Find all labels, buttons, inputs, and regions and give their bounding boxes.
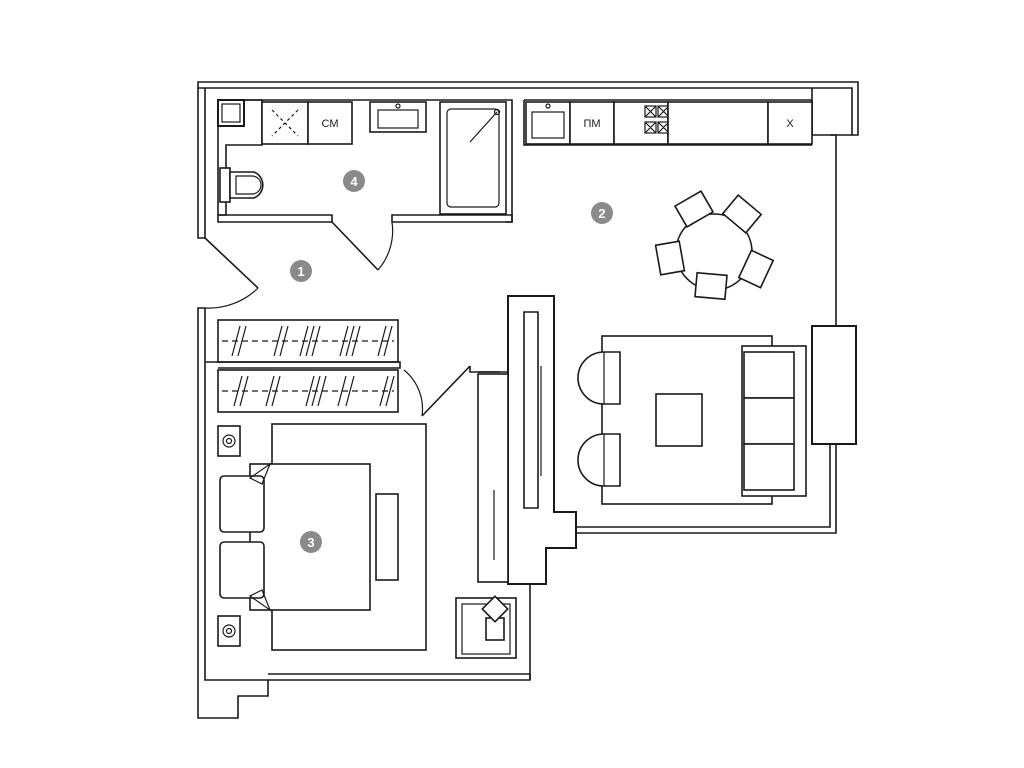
- svg-text:2: 2: [598, 206, 605, 221]
- svg-text:4: 4: [350, 174, 358, 189]
- svg-text:1: 1: [297, 264, 304, 279]
- svg-text:3: 3: [307, 535, 314, 550]
- nightstands: [217, 425, 241, 647]
- room-marker-1: 1: [290, 260, 312, 282]
- room-marker-2: 2: [591, 202, 613, 224]
- armchairs: [577, 351, 621, 487]
- kitchen: ПМ Х: [523, 99, 813, 146]
- toilet: [219, 167, 264, 203]
- dining-table: [654, 190, 775, 301]
- bathtub: [439, 101, 507, 215]
- bench: [375, 493, 399, 581]
- fridge: [767, 101, 813, 145]
- bathroom-sink: [369, 101, 427, 133]
- room-marker-4: 4: [343, 170, 365, 192]
- bed: [219, 462, 399, 612]
- washer-label: СМ: [322, 118, 339, 130]
- dishwasher-label: ПМ: [583, 118, 600, 130]
- sofa: [741, 345, 807, 497]
- kitchen-sink: [525, 101, 571, 145]
- bathroom: СМ: [217, 99, 513, 271]
- coffee-table: [655, 393, 703, 447]
- entrance-door: [204, 237, 259, 309]
- room-marker-3: 3: [300, 531, 322, 553]
- wardrobe-lower: [205, 361, 401, 413]
- fridge-label: Х: [786, 118, 794, 130]
- washer: [307, 101, 353, 145]
- partition-wall: [477, 295, 577, 585]
- outer-walls: [197, 81, 859, 719]
- wardrobe-upper: [217, 319, 399, 363]
- desk-chair: [455, 595, 517, 659]
